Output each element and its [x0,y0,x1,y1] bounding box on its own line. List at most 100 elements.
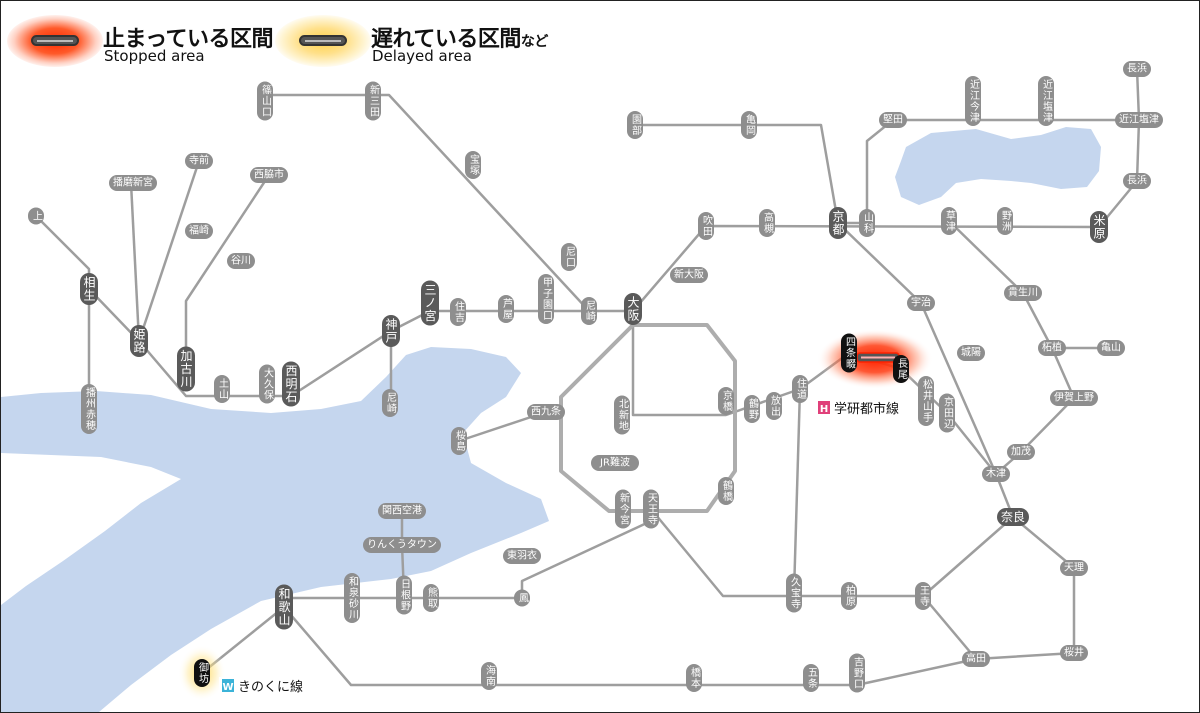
station-nishiwaki[interactable]: 西脇市 [250,167,288,183]
station-shin_osaka[interactable]: 新大阪 [670,267,708,283]
station-oji[interactable]: 王寺 [915,582,931,610]
station-takarazuka[interactable]: 宝塚 [465,151,481,179]
station-hineno[interactable]: 日根野 [396,575,412,615]
station-kameyama[interactable]: 亀山 [1097,340,1125,356]
station-shijonawate[interactable]: 四条畷 [841,333,857,373]
station-tsuge[interactable]: 柘植 [1038,340,1066,356]
station-suminodo[interactable]: 住道 [792,375,808,403]
station-name: 鶴野 [747,397,759,420]
station-harima_shingu[interactable]: 播磨新宮 [109,175,157,191]
station-jr_namba[interactable]: JR難波 [591,455,639,471]
station-gobo[interactable]: 御坊 [194,659,210,687]
station-name: 御坊 [197,661,209,684]
station-yamashina[interactable]: 山科 [859,209,875,237]
legend-delayed-bar [299,35,347,46]
station-tennoji[interactable]: 天王寺 [643,489,659,529]
station-nishikujo[interactable]: 西九条 [527,404,565,420]
station-shinsanda[interactable]: 新三田 [365,81,381,121]
station-name: 上 [31,210,43,221]
station-harima_ako[interactable]: 播州赤穂 [81,384,97,434]
station-name: 日根野 [399,579,411,612]
station-hashimoto[interactable]: 橋本 [686,664,702,692]
station-kitashinchi[interactable]: 北新地 [614,395,630,435]
station-izumi[interactable]: 和泉砂川 [344,573,360,623]
station-nara[interactable]: 奈良 [997,508,1029,526]
station-takada[interactable]: 高田 [962,651,990,667]
station-kainan[interactable]: 海南 [481,662,497,690]
station-name: 柏原 [844,584,856,607]
station-marker [28,207,44,225]
station-takatsuki[interactable]: 高槻 [759,209,775,237]
station-iga_ueno[interactable]: 伊賀上野 [1050,390,1098,406]
station-amagasaki2[interactable]: 尼口 [561,243,577,271]
station-uji[interactable]: 宇治 [907,295,935,311]
station-wakayama[interactable]: 和歌山 [275,584,293,630]
station-kusatsu[interactable]: 草津 [941,207,957,235]
station-sasayamaguchi[interactable]: 篠山口 [257,81,273,121]
station-amagasaki[interactable]: 尼崎 [581,297,597,325]
station-osaka[interactable]: 大阪 [624,293,642,325]
station-yoshinoguchi[interactable]: 吉野口 [849,653,865,693]
station-marker [194,659,210,687]
station-tsuruhashi_e[interactable]: 鶴野 [744,395,760,423]
station-nagao[interactable]: 長尾 [893,355,909,383]
station-rinku[interactable]: りんくうタウン [363,537,441,553]
station-name: 海南 [484,664,496,687]
station-sannomiya[interactable]: 三ノ宮 [421,280,439,326]
station-tenri[interactable]: 天理 [1060,560,1088,576]
station-kameoka[interactable]: 亀岡 [741,111,757,139]
station-kinomoto_ue[interactable]: 上 [28,207,44,225]
gakken-badge-code: H [820,404,828,415]
station-marker [997,207,1013,235]
station-fukusaki[interactable]: 福崎 [185,223,213,239]
station-teramae[interactable]: 寺前 [185,153,213,169]
station-sonobe[interactable]: 園部 [627,111,643,139]
station-maibara[interactable]: 米原 [1090,211,1108,243]
station-higashihagoromo[interactable]: 東羽衣 [503,548,541,564]
station-suita[interactable]: 吹田 [698,212,714,240]
station-okubo[interactable]: 大久保 [259,364,275,404]
station-kakogawa[interactable]: 加古川 [177,346,195,392]
station-kyuhoji[interactable]: 久宝寺 [786,573,802,613]
station-tanigawa[interactable]: 谷川 [227,253,255,269]
station-nagahama[interactable]: 長浜 [1123,61,1151,77]
station-kibukawa[interactable]: 貴生川 [1004,285,1042,301]
station-yasu[interactable]: 野洲 [997,207,1013,235]
station-sakurajima[interactable]: 桜島 [451,427,467,455]
station-kansai_airport[interactable]: 関西空港 [378,503,426,519]
station-katata[interactable]: 堅田 [879,112,907,128]
station-nishiakashi[interactable]: 西明石 [282,361,300,407]
station-gojo[interactable]: 五条 [803,664,819,692]
station-kamo[interactable]: 加茂 [1007,444,1035,460]
station-kobe[interactable]: 神戸 [382,315,400,347]
station-kyoto[interactable]: 京都 [829,207,847,239]
station-aioi[interactable]: 相生 [80,273,98,305]
station-amagasaki3[interactable]: 尼崎 [382,389,398,417]
station-tsuchiyama[interactable]: 土山 [214,375,230,403]
station-kyotanabe[interactable]: 京田辺 [939,393,955,433]
station-name: 熊取 [426,586,438,609]
station-nagahama2[interactable]: 長浜 [1123,173,1151,189]
station-hanaten[interactable]: 放出 [766,392,782,420]
station-kyobashi[interactable]: 京橋 [718,387,734,415]
station-kizu[interactable]: 木津 [982,466,1010,482]
station-sakurai[interactable]: 桜井 [1060,645,1088,661]
station-matsuiyamate[interactable]: 松井山手 [918,376,934,426]
station-kumatori[interactable]: 熊取 [423,584,439,612]
station-himeji[interactable]: 姫路 [130,325,148,357]
station-omi_shiotsu[interactable]: 近江塩津 [1038,76,1054,126]
water-areas [1,127,1101,712]
station-koshien[interactable]: 甲子園口 [538,274,554,324]
station-sumiyoshi[interactable]: 住吉 [450,298,466,326]
station-otori[interactable]: 鳳 [514,589,530,607]
station-joyo[interactable]: 城陽 [957,345,985,361]
kinokuni-badge-code: W [222,682,233,693]
station-shin_imamiya[interactable]: 新今宮 [615,489,631,529]
station-kashiwara[interactable]: 柏原 [841,582,857,610]
station-tsuruhashi[interactable]: 鶴橋 [718,477,734,505]
station-name: 高槻 [762,211,774,234]
station-omi_shiotsu2[interactable]: 近江塩津 [1115,112,1163,128]
station-omi_imazu[interactable]: 近江今津 [965,76,981,126]
station-ashiya[interactable]: 芦屋 [498,295,514,323]
